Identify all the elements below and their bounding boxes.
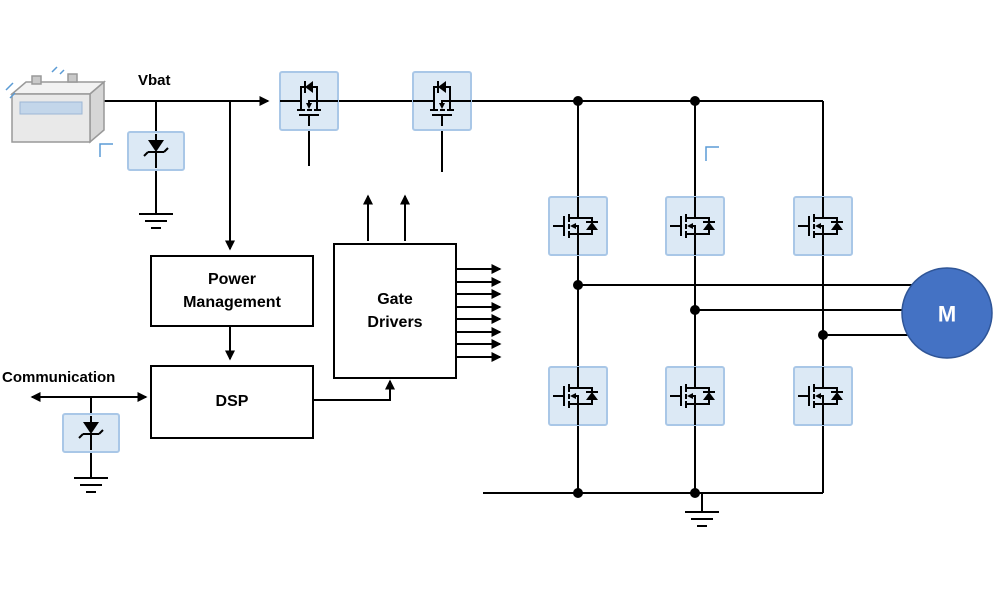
wire-set (30, 96, 912, 512)
gate-drivers-label: Gate Drivers (367, 290, 423, 331)
dsp-block: DSP (150, 365, 314, 439)
mosfet-icon (793, 196, 853, 256)
mosfet-icon (548, 196, 608, 256)
junction-dot (690, 305, 700, 315)
ground-icon (684, 511, 720, 527)
mosfet-icon (412, 71, 472, 131)
power-management-block: Power Management (150, 255, 314, 327)
junction-dot (690, 96, 700, 106)
junction-dots (573, 96, 828, 498)
tvs-diode-icon (62, 413, 120, 453)
mosfet-icon (665, 196, 725, 256)
junction-dot (573, 280, 583, 290)
mosfet-icon (279, 71, 339, 131)
ground-icon (73, 477, 109, 493)
motor-circle: M (901, 267, 993, 359)
junction-dot (818, 330, 828, 340)
mosfet-icon (548, 366, 608, 426)
mosfet-icon (793, 366, 853, 426)
motor-label: M (938, 302, 956, 327)
junction-dot (573, 488, 583, 498)
dsp-label: DSP (215, 393, 249, 411)
junction-dot (690, 488, 700, 498)
tvs-diode-icon (127, 131, 185, 171)
vbat-label: Vbat (138, 72, 171, 89)
mosfet-icon (665, 366, 725, 426)
leader-mark-icon (99, 143, 719, 161)
communication-label: Communication (2, 369, 116, 386)
battery-icon (5, 66, 107, 144)
junction-dot (573, 96, 583, 106)
power-management-label: Power Management (183, 270, 281, 311)
ground-icon (138, 213, 174, 229)
gate-drivers-block: Gate Drivers (333, 243, 457, 379)
